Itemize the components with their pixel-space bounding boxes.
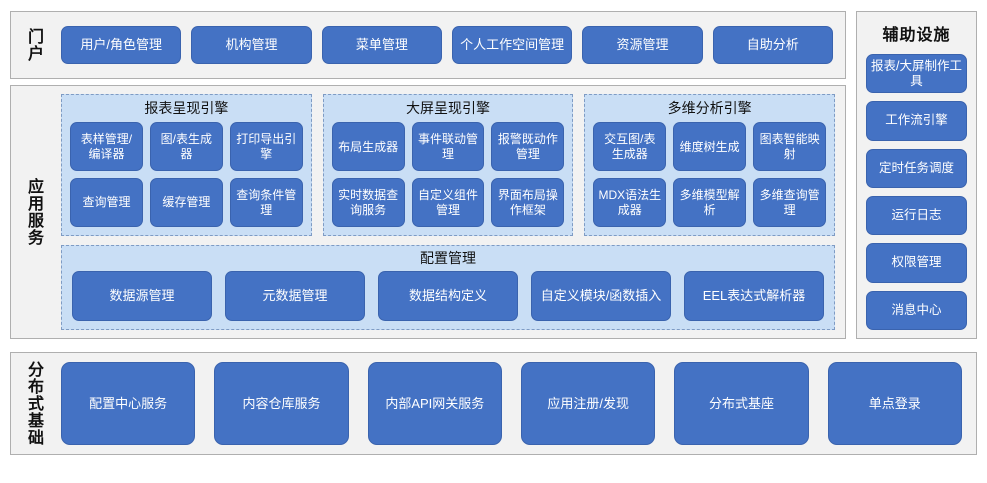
portal-item-workspace[interactable]: 个人工作空间管理 (451, 26, 573, 64)
base-item-content-repository-service[interactable]: 内容仓库服务 (214, 362, 349, 445)
application-services-section: 应用服务 报表呈现引擎 表样管理/编译器 图/表生成器 打印导出引擎 查询管理 … (10, 85, 846, 339)
aux-item-scheduled-task[interactable]: 定时任务调度 (866, 148, 967, 188)
base-item-internal-api-gateway-service[interactable]: 内部API网关服务 (367, 362, 502, 445)
application-services-caption: 应用服务 (24, 178, 42, 246)
engine-panel-report: 报表呈现引擎 表样管理/编译器 图/表生成器 打印导出引擎 查询管理 缓存管理 … (61, 94, 312, 236)
bigscreen-item-custom-component-management[interactable]: 自定义组件管理 (411, 178, 485, 227)
bigscreen-item-layout-generator[interactable]: 布局生成器 (331, 122, 405, 172)
portal-item-resource[interactable]: 资源管理 (582, 26, 703, 64)
portal-item-organization[interactable]: 机构管理 (191, 26, 312, 64)
config-item-data-structure-definition[interactable]: 数据结构定义 (378, 271, 518, 321)
engine-panel-bigscreen: 大屏呈现引擎 布局生成器 事件联动管理 报警既动作管理 实时数据查询服务 自定义… (322, 94, 574, 236)
configuration-management-panel: 配置管理 数据源管理 元数据管理 数据结构定义 自定义模块/函数插入 EEL表达… (61, 245, 835, 330)
distributed-foundation-caption: 分布式基础 (24, 361, 42, 446)
engine-title-report: 报表呈现引擎 (144, 100, 229, 116)
report-item-chart-generator[interactable]: 图/表生成器 (149, 122, 223, 172)
olap-item-mdx-syntax-generator[interactable]: MDX语法生成器 (593, 178, 667, 227)
auxiliary-facilities-title: 辅助设施 (882, 27, 951, 44)
olap-item-interactive-chart-generator[interactable]: 交互图/表生成器 (593, 122, 667, 172)
auxiliary-facilities-section: 辅助设施 报表/大屏制作工具 工作流引擎 定时任务调度 运行日志 权限管理 消息… (856, 11, 977, 339)
base-item-app-registration-discovery[interactable]: 应用注册/发现 (520, 362, 656, 445)
report-item-query-management[interactable]: 查询管理 (70, 178, 143, 227)
aux-item-message-center[interactable]: 消息中心 (866, 290, 967, 330)
aux-item-runtime-log[interactable]: 运行日志 (866, 195, 967, 236)
portal-item-user-role[interactable]: 用户/角色管理 (61, 26, 182, 64)
application-services-content: 报表呈现引擎 表样管理/编译器 图/表生成器 打印导出引擎 查询管理 缓存管理 … (61, 94, 836, 330)
bigscreen-item-ui-layout-framework[interactable]: 界面布局操作框架 (491, 178, 565, 227)
aux-item-report-bigscreen-tool[interactable]: 报表/大屏制作工具 (866, 54, 967, 94)
bigscreen-item-realtime-data-query-service[interactable]: 实时数据查询服务 (331, 178, 405, 227)
portal-item-self-service-analysis[interactable]: 自助分析 (712, 26, 833, 64)
engine-title-bigscreen: 大屏呈现引擎 (406, 100, 490, 116)
bigscreen-item-alarm-action-management[interactable]: 报警既动作管理 (491, 122, 565, 172)
portal-caption: 门户 (24, 28, 42, 62)
auxiliary-facilities-list: 报表/大屏制作工具 工作流引擎 定时任务调度 运行日志 权限管理 消息中心 (866, 54, 967, 330)
portal-section: 门户 用户/角色管理 机构管理 菜单管理 个人工作空间管理 资源管理 自助分析 (10, 11, 846, 79)
report-item-query-condition-management[interactable]: 查询条件管理 (229, 178, 303, 227)
aux-item-workflow-engine[interactable]: 工作流引擎 (866, 101, 967, 141)
bigscreen-item-event-linkage-management[interactable]: 事件联动管理 (411, 122, 485, 172)
portal-button-row: 用户/角色管理 机构管理 菜单管理 个人工作空间管理 资源管理 自助分析 (61, 12, 833, 78)
distributed-foundation-section: 分布式基础 配置中心服务 内容仓库服务 内部API网关服务 应用注册/发现 分布… (10, 352, 977, 455)
olap-item-query-management[interactable]: 多维查询管理 (753, 178, 827, 227)
configuration-management-row: 数据源管理 元数据管理 数据结构定义 自定义模块/函数插入 EEL表达式解析器 (72, 271, 824, 321)
aux-item-permission-management[interactable]: 权限管理 (866, 243, 967, 283)
config-item-metadata-management[interactable]: 元数据管理 (225, 271, 365, 321)
base-item-config-center-service[interactable]: 配置中心服务 (61, 362, 196, 445)
base-item-distributed-foundation[interactable]: 分布式基座 (674, 362, 809, 445)
engine-grid-olap: 交互图/表生成器 维度树生成 图表智能映射 MDX语法生成器 多维模型解析 多维… (593, 122, 827, 227)
report-item-print-export-engine[interactable]: 打印导出引擎 (229, 122, 303, 172)
config-item-datasource-management[interactable]: 数据源管理 (72, 271, 212, 321)
configuration-management-title: 配置管理 (420, 250, 476, 266)
distributed-foundation-row: 配置中心服务 内容仓库服务 内部API网关服务 应用注册/发现 分布式基座 单点… (61, 362, 962, 445)
report-item-cache-management[interactable]: 缓存管理 (149, 178, 223, 227)
config-item-eel-expression-parser[interactable]: EEL表达式解析器 (684, 271, 824, 321)
olap-item-model-parsing[interactable]: 多维模型解析 (673, 178, 747, 227)
olap-item-chart-smart-mapping[interactable]: 图表智能映射 (753, 122, 827, 172)
engine-panel-olap: 多维分析引擎 交互图/表生成器 维度树生成 图表智能映射 MDX语法生成器 多维… (584, 94, 836, 236)
engine-grid-report: 表样管理/编译器 图/表生成器 打印导出引擎 查询管理 缓存管理 查询条件管理 (70, 122, 303, 227)
config-item-custom-module-function-insert[interactable]: 自定义模块/函数插入 (531, 271, 671, 321)
olap-item-dimension-tree-generation[interactable]: 维度树生成 (673, 122, 747, 172)
portal-item-menu[interactable]: 菜单管理 (321, 26, 442, 64)
engine-title-olap: 多维分析引擎 (667, 100, 752, 116)
report-item-template-editor[interactable]: 表样管理/编译器 (70, 122, 143, 172)
engines-row: 报表呈现引擎 表样管理/编译器 图/表生成器 打印导出引擎 查询管理 缓存管理 … (61, 94, 836, 236)
engine-grid-bigscreen: 布局生成器 事件联动管理 报警既动作管理 实时数据查询服务 自定义组件管理 界面… (331, 122, 565, 227)
base-item-single-sign-on[interactable]: 单点登录 (827, 362, 962, 445)
